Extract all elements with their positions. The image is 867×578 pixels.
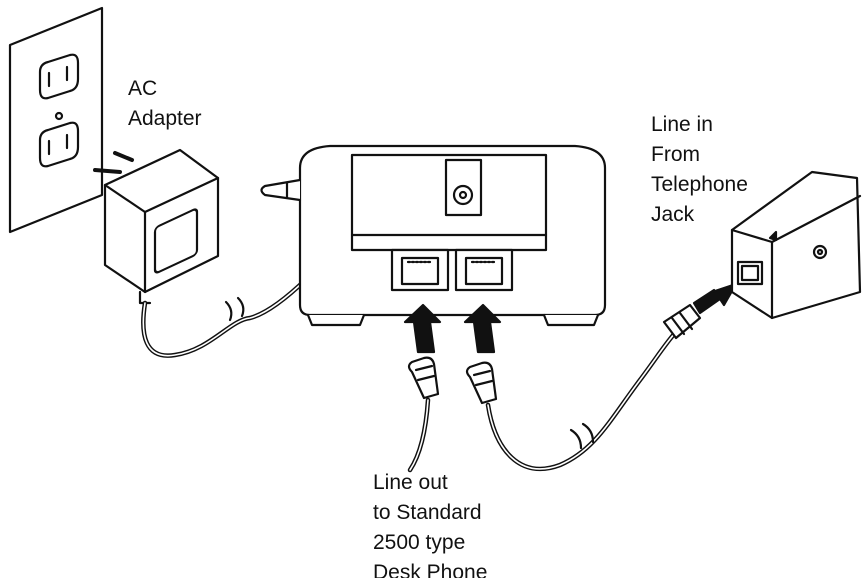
line-in-label: Line in From Telephone Jack [651, 110, 748, 230]
line-in-label-line: Line in [651, 113, 713, 136]
ac-adapter-label-line: Adapter [128, 107, 202, 130]
base-unit-icon [260, 144, 607, 327]
line-in-label-line: Jack [651, 203, 695, 226]
line-out-label-line: 2500 type [373, 531, 466, 554]
wall-jack-icon [730, 170, 862, 320]
line-in-label-line: Telephone [651, 173, 748, 196]
line-out-label: Line out to Standard 2500 type Desk Phon… [373, 468, 487, 578]
line-in-cord [465, 303, 702, 472]
ac-adapter-label-line: AC [128, 77, 158, 100]
line-out-cord [407, 356, 440, 473]
ac-adapter-label: AC Adapter [128, 74, 202, 134]
line-out-label-line: Desk Phone [373, 561, 488, 578]
arrow-up-icon [403, 282, 738, 354]
line-in-label-line: From [651, 143, 700, 166]
wall-outlet-icon [8, 6, 104, 234]
line-out-label-line: Line out [373, 471, 448, 494]
line-out-label-line: to Standard [373, 501, 482, 524]
